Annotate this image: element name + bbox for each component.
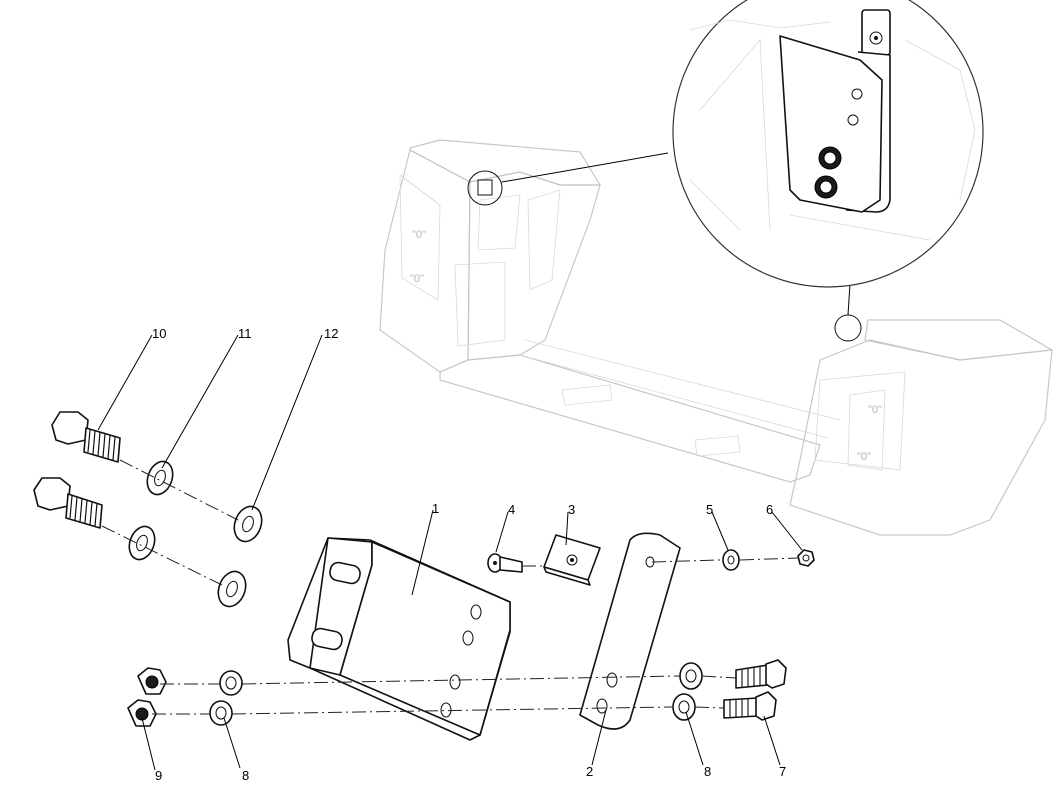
frame-mark-left-lower: "0" <box>410 273 424 285</box>
part-3-square-nut-plate <box>543 534 601 586</box>
callout-2: 2 <box>586 764 593 779</box>
part-11-washer-second <box>128 525 156 561</box>
callout-11: 11 <box>238 326 252 341</box>
callout-12: 12 <box>324 326 338 341</box>
callout-3: 3 <box>568 502 575 517</box>
part-1-bracket-plate <box>287 537 511 741</box>
part-10-hex-bolt <box>51 411 121 463</box>
part-12-washer-second <box>217 570 247 608</box>
part-8-washer-second <box>209 700 233 726</box>
callout-9: 9 <box>155 768 162 783</box>
part-4-screw <box>487 553 523 573</box>
part-2-strap-plate <box>579 532 681 730</box>
detail-source-circle-right <box>834 314 862 342</box>
frame-mark-right-upper: "0" <box>868 404 882 416</box>
part-10-hex-bolt-second <box>33 477 103 529</box>
part-11-washer <box>146 460 174 496</box>
callout-4: 4 <box>508 502 515 517</box>
callout-10: 10 <box>152 326 166 341</box>
part-6-hex-nut <box>797 549 815 567</box>
part-9-hex-nut-second <box>127 699 157 727</box>
detail-view <box>467 0 984 342</box>
part-7-hex-bolt-second <box>723 691 777 721</box>
part-5-washer <box>722 549 740 571</box>
detail-source-circle-left <box>467 170 503 206</box>
callout-6: 6 <box>766 502 773 517</box>
frame-mark-left-upper: "0" <box>412 229 426 241</box>
callout-7: 7 <box>779 764 786 779</box>
part-8-washer <box>219 670 243 696</box>
callout-8-right: 8 <box>704 764 711 779</box>
part-9-hex-nut <box>137 667 167 695</box>
callout-5: 5 <box>706 502 713 517</box>
part-7-hex-bolt <box>735 659 787 689</box>
part-8-washer-right-second <box>672 693 696 721</box>
callout-1: 1 <box>432 501 439 516</box>
callouts: 10 11 12 1 4 3 5 6 9 8 2 8 7 <box>97 326 803 783</box>
callout-8-left: 8 <box>242 768 249 783</box>
part-12-washer <box>233 505 263 543</box>
part-8-washer-right <box>679 662 703 690</box>
frame-mark-right-lower: "0" <box>857 451 871 463</box>
